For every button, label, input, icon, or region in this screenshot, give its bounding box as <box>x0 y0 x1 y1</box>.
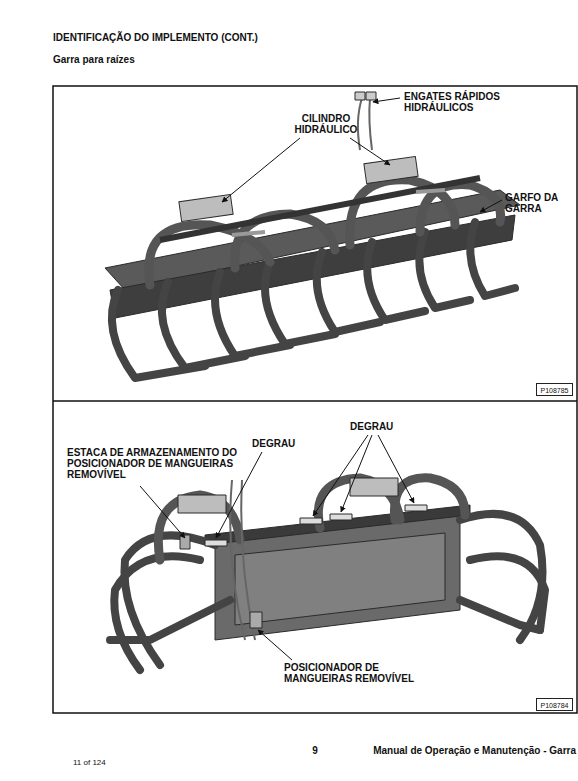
figure-id-box: P108785 <box>536 383 573 396</box>
page-title: IDENTIFICAÇÃO DO IMPLEMENTO (CONT.) <box>53 32 258 43</box>
part-label: DEGRAU <box>252 438 307 449</box>
part-label: ENGATES RÁPIDOS HIDRÁULICOS <box>404 91 524 113</box>
part-label: DEGRAU <box>350 421 405 432</box>
part-label: ESTACA DE ARMAZENAMENTO DO POSICIONADOR … <box>67 447 282 480</box>
grapple-top <box>105 92 520 378</box>
figure-id: P108785 <box>537 386 572 395</box>
figure-id-box: P108784 <box>536 698 573 711</box>
leader-lines <box>140 98 502 660</box>
page-count: 11 of 124 <box>73 757 153 768</box>
footer-text: Manual de Operação e Manutenção - Garra <box>340 745 576 756</box>
figure-frame <box>53 86 577 713</box>
figure-divider <box>53 400 577 402</box>
grapple-bottom <box>110 478 545 670</box>
figure-id: P108784 <box>537 701 572 710</box>
part-label: POSICIONADOR DE MANGUEIRAS REMOVÍVEL <box>284 662 444 684</box>
part-label: CILINDRO HIDRÁULICO <box>285 113 367 135</box>
part-label: GARFO DA GARRA <box>505 192 567 214</box>
section-heading: Garra para raízes <box>53 54 253 65</box>
page-number: 9 <box>300 745 330 756</box>
